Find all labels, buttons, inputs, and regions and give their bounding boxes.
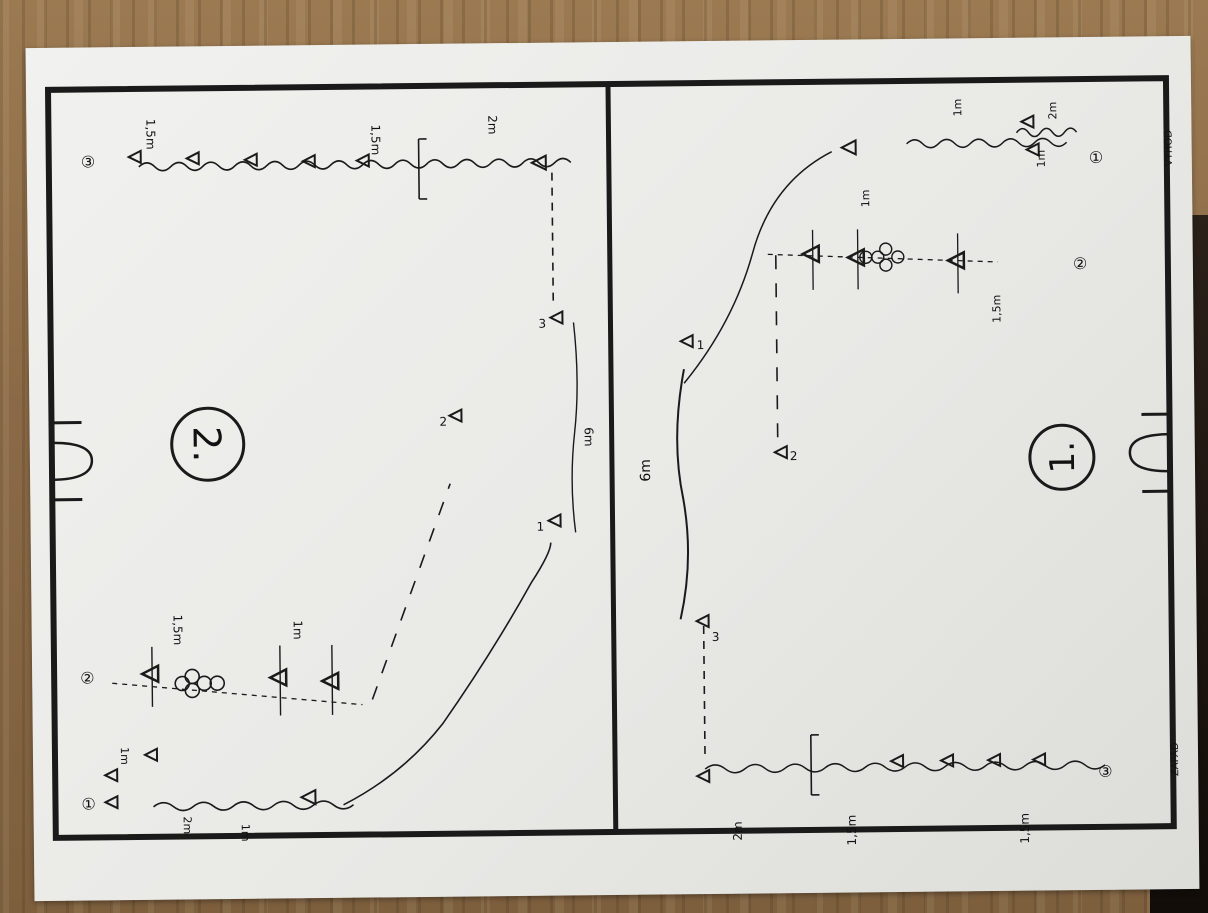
panel-two-dist-1m: 1m bbox=[291, 620, 305, 639]
panel-one-dist-6m: 6m bbox=[638, 459, 654, 482]
panel-two-station-2: 2 bbox=[439, 415, 447, 429]
panel-two-dist-1m-bottom: 1m bbox=[239, 824, 252, 842]
panel-two-station-3: 3 bbox=[538, 317, 546, 331]
panel-one-station-1: 1 bbox=[697, 338, 705, 352]
panel-one-top-drill bbox=[678, 115, 1080, 459]
goal-left bbox=[51, 422, 92, 499]
panel-two-dist-1m-left: 1m bbox=[118, 747, 131, 765]
side-label-zapad: ZAPAD bbox=[1170, 742, 1181, 776]
panel-two-start-2: ② bbox=[80, 668, 95, 687]
panel-one-dist-1-5m: 1,5m bbox=[990, 295, 1003, 323]
panel-one-dist-1-5m-b: 1,5m bbox=[1018, 813, 1032, 844]
panel-two-top-slalom bbox=[129, 137, 572, 202]
panel-one-dist-2m-top: 2m bbox=[1046, 102, 1059, 120]
panel-two-start-3: ③ bbox=[81, 152, 96, 171]
panel-one-station-2: 2 bbox=[790, 449, 798, 463]
panel-one-dist-1-5m-a: 1,5m bbox=[845, 815, 859, 846]
panel-two-dist-2m-left: 2m bbox=[181, 816, 194, 834]
panel-two-dist-1-5m-top: 1,5m bbox=[143, 119, 157, 150]
panel-one-station-3: 3 bbox=[712, 630, 720, 644]
goal-right bbox=[1129, 414, 1170, 491]
panel-one-dist-1m: 1m bbox=[859, 190, 872, 208]
panel-two-bottom-drill bbox=[102, 483, 553, 812]
panel-one-start-1: ① bbox=[1089, 148, 1104, 167]
panel-two-number: 2. bbox=[185, 426, 229, 463]
side-label-vyhod: VYHOD bbox=[1163, 130, 1174, 166]
panel-one-dist-2m: 2m bbox=[731, 821, 745, 840]
panel-one-number: 1. bbox=[1043, 441, 1083, 474]
panel-one-bottom-slalom bbox=[696, 611, 1106, 796]
panel-one-dist-1m-right: 1m bbox=[1035, 150, 1048, 168]
panel-two-dist-6m: 6m bbox=[582, 427, 596, 446]
panel-two-pass-arrow-3 bbox=[552, 173, 553, 303]
panel-two-station-1: 1 bbox=[537, 520, 545, 534]
panel-two-dist-1-5m-bottom: 1,5m bbox=[171, 614, 185, 645]
panel-two-dist-2m: 2m bbox=[485, 115, 499, 134]
center-line bbox=[608, 84, 616, 832]
panel-one-dist-1m-top: 1m bbox=[951, 99, 964, 117]
panel-one-start-2: ② bbox=[1073, 254, 1088, 273]
handball-drills-drawing: 2. 1. 1,5m 1,5m 2m ③ 3 2 1 6m bbox=[26, 36, 1200, 901]
panel-two-start-1: ① bbox=[81, 794, 96, 813]
panel-two-dist-1-5m-mid: 1,5m bbox=[368, 124, 382, 155]
panel-one-start-3: ③ bbox=[1098, 762, 1113, 781]
